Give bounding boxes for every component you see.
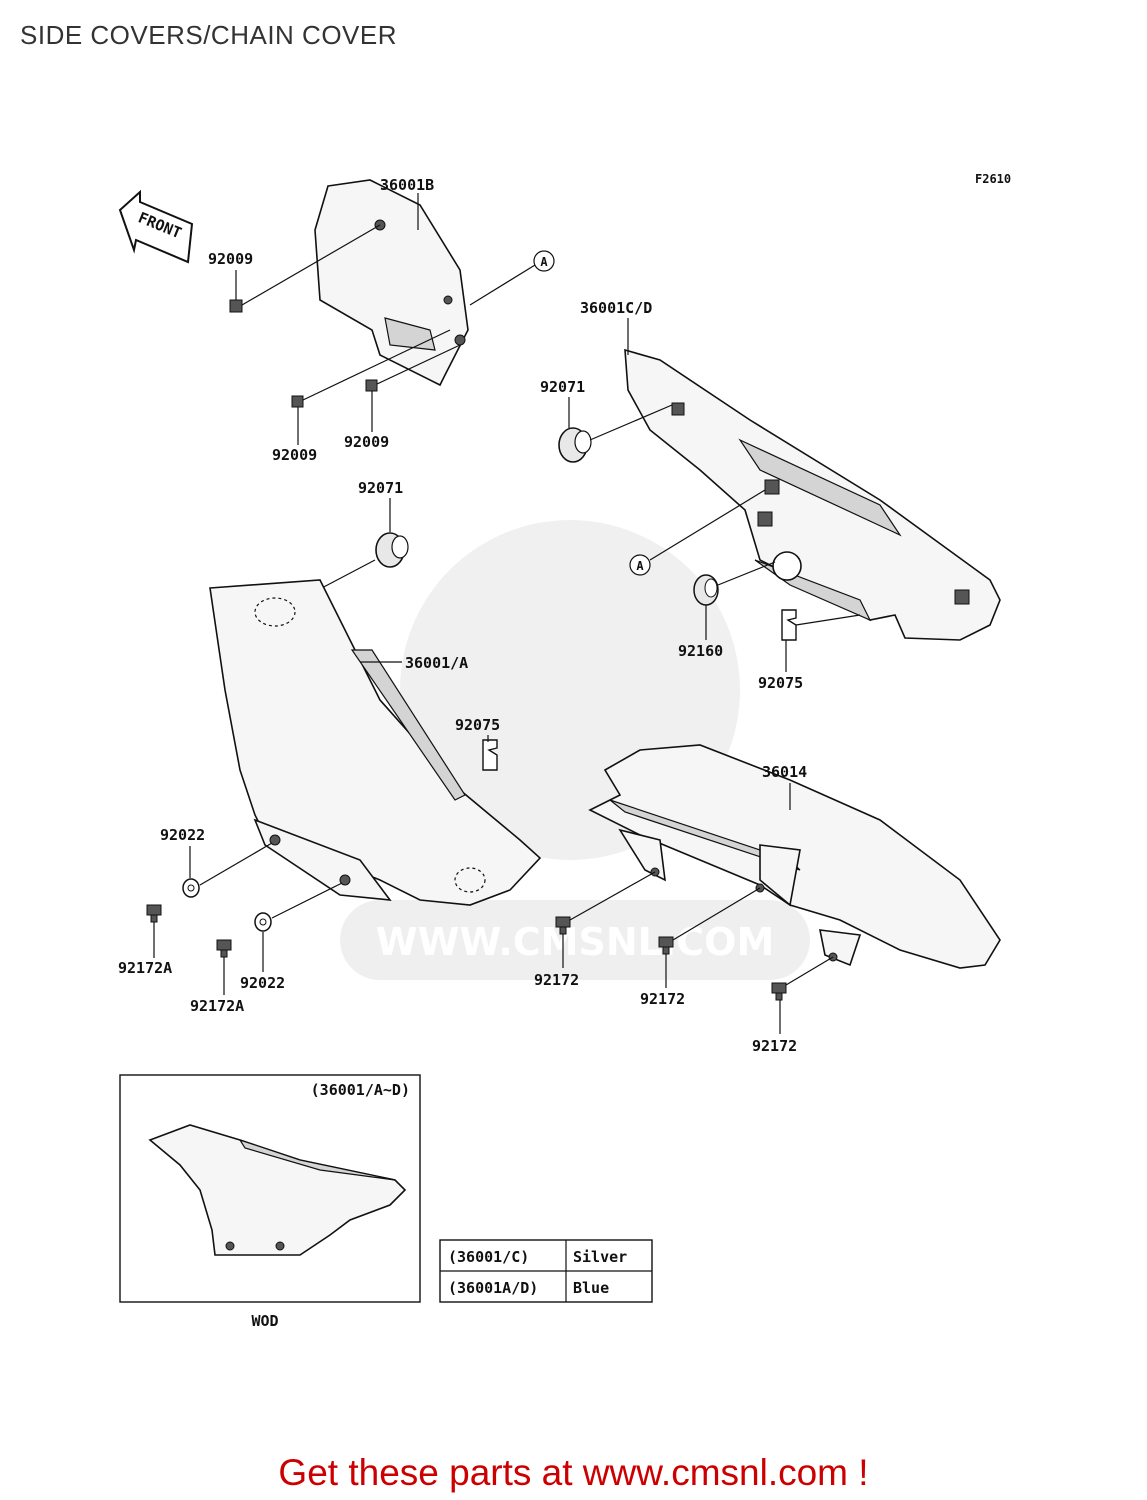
clip-92075-b — [781, 609, 861, 641]
screw-92172-c — [771, 956, 834, 1001]
side-cover-left-part — [209, 579, 542, 906]
color-table: (36001/C) Silver (36001A/D) Blue — [439, 1239, 653, 1303]
ref-a-2: A — [636, 559, 644, 573]
callout-92160: 92160 — [678, 642, 723, 660]
inset-box: (36001/A~D) WOD — [119, 1074, 421, 1330]
footer-link[interactable]: Get these parts at www.cmsnl.com ! — [278, 1452, 869, 1493]
table-color-2: Blue — [573, 1279, 609, 1297]
ref-a-circle-1 — [533, 250, 555, 272]
washer-92022-b — [254, 882, 343, 932]
callout-92075-b: 92075 — [758, 674, 803, 692]
table-part-2: (36001A/D) — [448, 1279, 538, 1297]
ref-a-circle-2 — [629, 554, 651, 576]
table-color-1: Silver — [573, 1248, 627, 1266]
callout-92022-b: 92022 — [240, 974, 285, 992]
table-part-1: (36001/C) — [448, 1248, 529, 1266]
callout-92172-c: 92172 — [752, 1037, 797, 1055]
callout-92172A-b: 92172A — [190, 997, 244, 1015]
side-cover-right-part — [624, 348, 1001, 641]
ref-a-1: A — [540, 255, 548, 269]
grommet-92071-b — [317, 532, 409, 591]
callout-36001B: 36001B — [380, 176, 434, 194]
callout-92009-a: 92009 — [208, 250, 253, 268]
sprocket-cover-part — [314, 179, 469, 387]
bolt-92009-a — [229, 224, 381, 313]
front-arrow-icon: FRONT — [118, 189, 194, 264]
callout-92009-b: 92009 — [272, 446, 317, 464]
screw-92172A-b — [216, 939, 232, 958]
inset-title: (36001/A~D) — [311, 1081, 410, 1099]
callout-36001A: 36001/A — [405, 654, 468, 672]
grommet-92160 — [693, 561, 776, 606]
callout-92075-a: 92075 — [455, 716, 500, 734]
clip-92075-a — [482, 739, 498, 771]
inset-caption: WOD — [251, 1312, 278, 1330]
callout-92071-a: 92071 — [540, 378, 585, 396]
callout-92172-b: 92172 — [640, 990, 685, 1008]
figure-code: F2610 — [975, 172, 1011, 186]
grommet-92071-a — [558, 404, 673, 463]
page-title: SIDE COVERS/CHAIN COVER — [20, 20, 398, 50]
screw-92172A-a — [146, 904, 162, 923]
callout-36014: 36014 — [762, 763, 807, 781]
callout-92172-a: 92172 — [534, 971, 579, 989]
watermark-text: WWW.CMSNL.COM — [376, 920, 775, 964]
callout-92009-c: 92009 — [344, 433, 389, 451]
washer-92022-a — [182, 842, 273, 898]
callout-92172A-a: 92172A — [118, 959, 172, 977]
callout-36001CD: 36001C/D — [580, 299, 652, 317]
callout-92071-b: 92071 — [358, 479, 403, 497]
callout-92022-a: 92022 — [160, 826, 205, 844]
screw-92172-a — [555, 871, 656, 935]
